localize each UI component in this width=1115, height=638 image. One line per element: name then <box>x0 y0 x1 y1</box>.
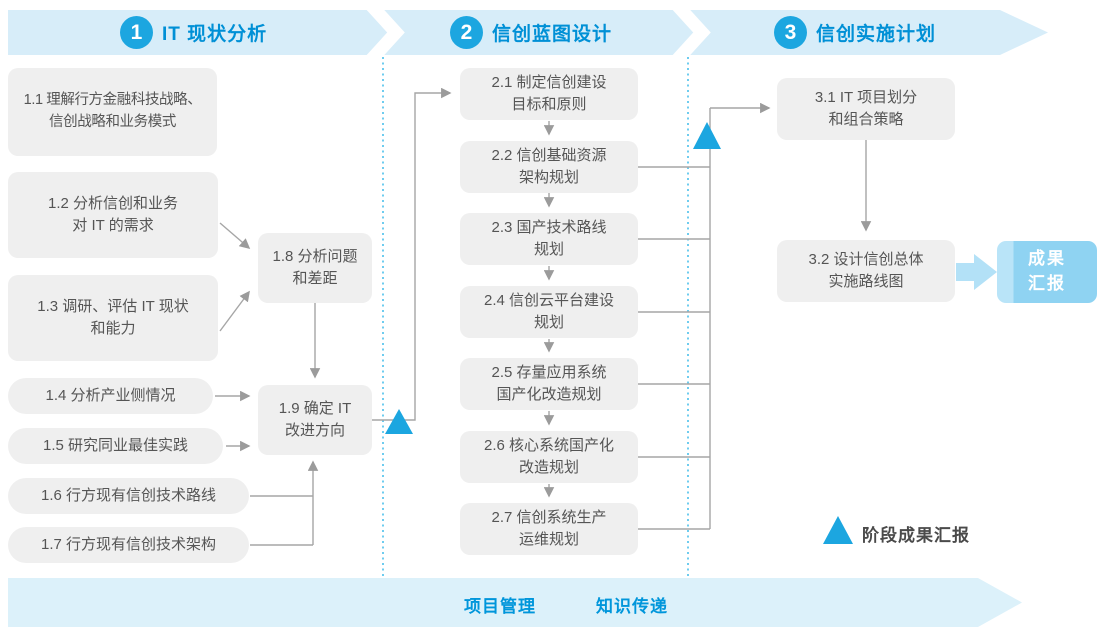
phase-number-badge: 2 <box>450 16 483 49</box>
footer-item-knowledge-transfer: 知识传递 <box>596 597 668 616</box>
task-box-1-3: 1.3 调研、评估 IT 现状和能力 <box>8 275 218 361</box>
task-box-1-2: 1.2 分析信创和业务对 IT 的需求 <box>8 172 218 258</box>
task-box-2-5: 2.5 存量应用系统国产化改造规划 <box>460 358 638 410</box>
phase-number-badge: 1 <box>120 16 153 49</box>
deliverable-arrow <box>956 254 997 290</box>
phase-title: 信创蓝图设计 <box>492 24 613 45</box>
legend-triangle <box>823 516 853 544</box>
task-box-1-4: 1.4 分析产业侧情况 <box>8 378 213 414</box>
phase-number-badge: 3 <box>774 16 807 49</box>
phase-header-3: 3 信创实施计划 <box>774 10 936 55</box>
phase-title: IT 现状分析 <box>162 24 268 45</box>
task-box-1-8: 1.8 分析问题和差距 <box>258 233 372 303</box>
task-box-2-1: 2.1 制定信创建设目标和原则 <box>460 68 638 120</box>
task-box-2-4: 2.4 信创云平台建设规划 <box>460 286 638 338</box>
task-box-1-5: 1.5 研究同业最佳实践 <box>8 428 223 464</box>
task-box-2-6: 2.6 核心系统国产化改造规划 <box>460 431 638 483</box>
deliverable-box: 成果 汇报 <box>997 241 1097 303</box>
task-box-1-7: 1.7 行方现有信创技术架构 <box>8 527 249 563</box>
task-box-3-2: 3.2 设计信创总体实施路线图 <box>777 240 955 302</box>
footer-item-project-management: 项目管理 <box>464 597 536 616</box>
phase-chevron-separator-1 <box>365 0 405 66</box>
task-box-3-1: 3.1 IT 项目划分和组合策略 <box>777 78 955 140</box>
task-box-2-2: 2.2 信创基础资源架构规划 <box>460 141 638 193</box>
phase-title: 信创实施计划 <box>816 24 937 45</box>
task-box-2-7: 2.7 信创系统生产运维规划 <box>460 503 638 555</box>
phase-header-2: 2 信创蓝图设计 <box>450 10 612 55</box>
task-box-2-3: 2.3 国产技术路线规划 <box>460 213 638 265</box>
legend-label: 阶段成果汇报 <box>862 526 970 545</box>
milestone-triangle-phase1 <box>385 409 413 434</box>
milestone-triangle-phase2 <box>693 122 721 149</box>
phase-chevron-separator-2 <box>671 0 711 66</box>
phase-header-1: 1 IT 现状分析 <box>120 10 267 55</box>
task-box-1-1: 1.1 理解行方金融科技战略、信创战略和业务模式 <box>8 68 217 156</box>
task-box-1-6: 1.6 行方现有信创技术路线 <box>8 478 249 514</box>
